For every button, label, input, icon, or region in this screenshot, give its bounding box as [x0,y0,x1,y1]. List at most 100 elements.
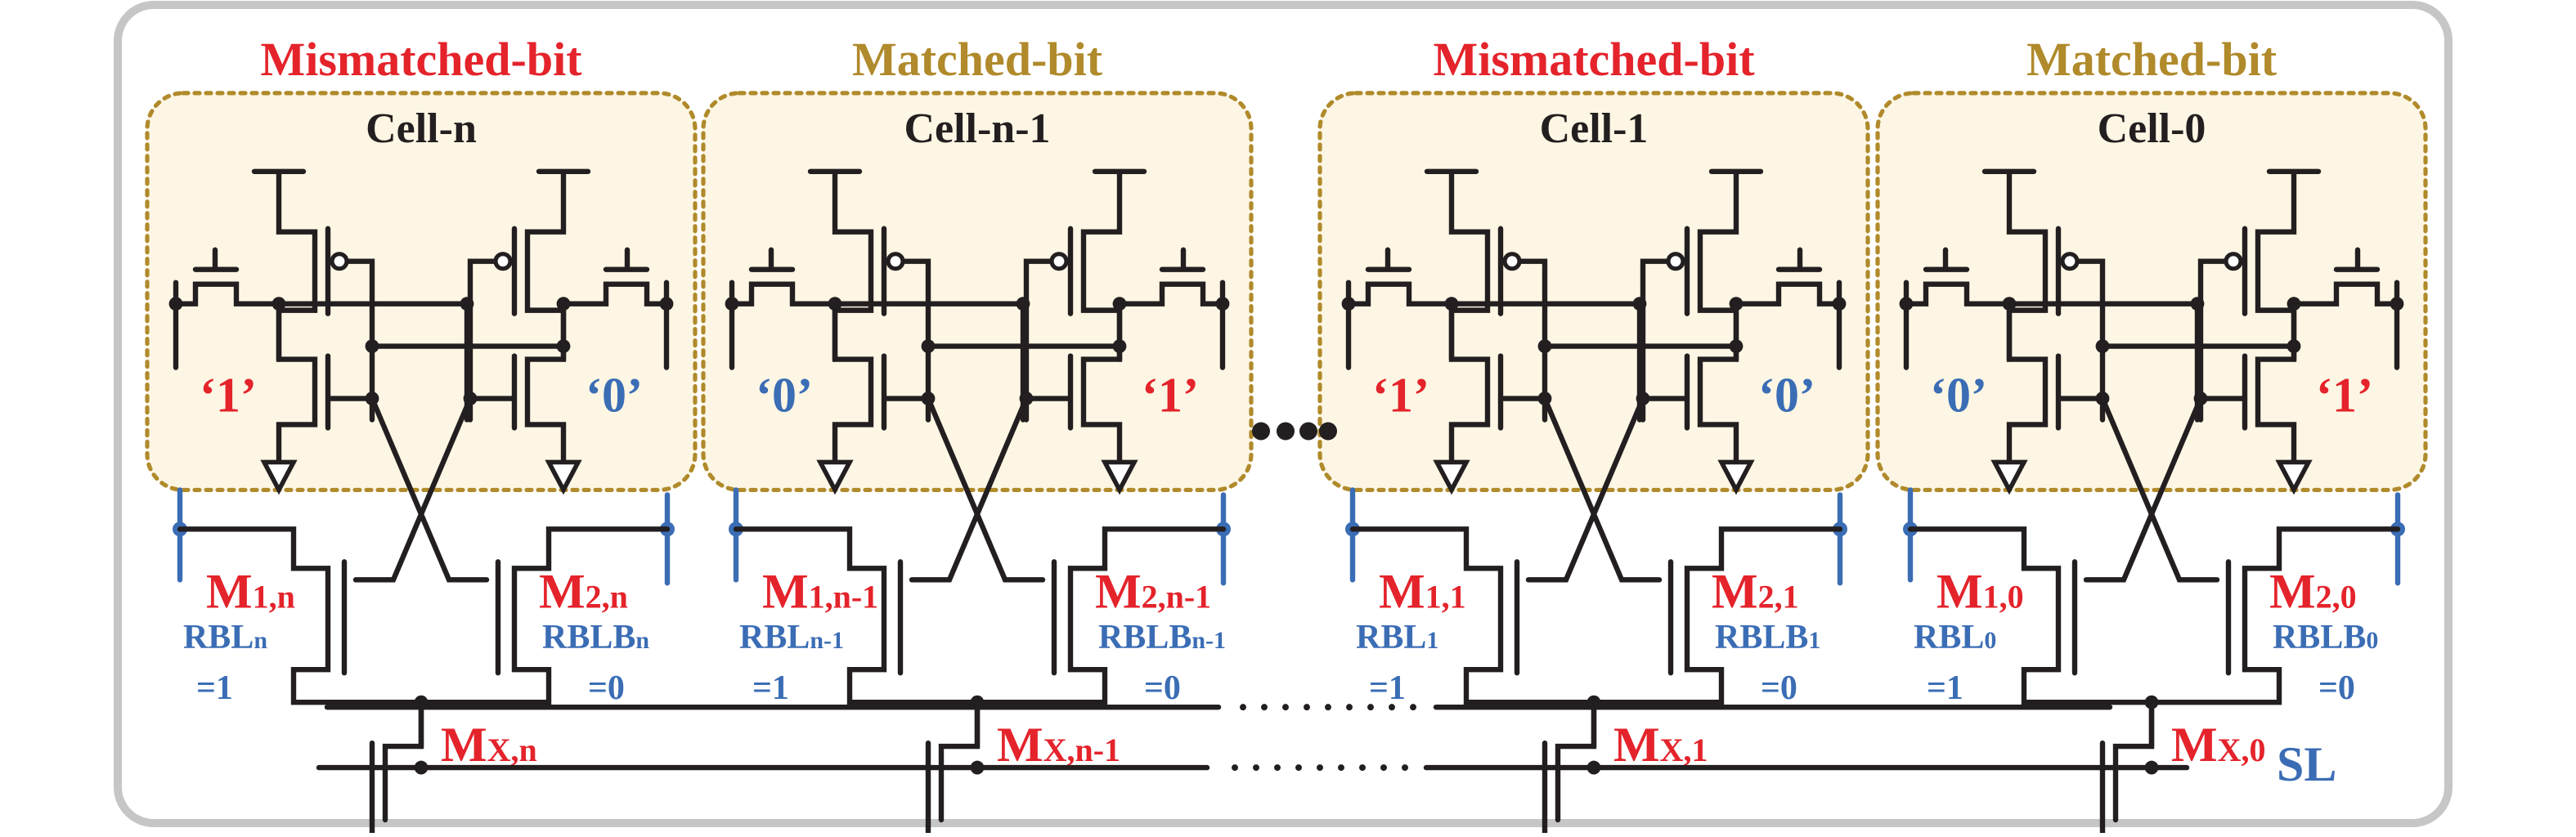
junction-dot [365,339,379,353]
rblb-value: =0 [588,669,625,707]
mx-transistor-label-subscript: X,0 [2218,732,2266,768]
nmos-left-wire [276,307,318,465]
ground-icon [2275,459,2313,495]
junction-dot [1832,297,1847,311]
cell-box [1875,91,2428,493]
junction-dot [1632,297,1647,311]
cell-ellipsis-dot [1319,422,1337,441]
access-right-gate [2333,247,2381,272]
nmos-left-wire [2006,307,2049,465]
read-cross-b [1525,396,1646,583]
cell-status-label: Matched-bit [2026,33,2278,86]
nmos-left-gate [325,353,375,431]
rbl-label: RBL1 [1356,619,1438,656]
access-right-gate [603,247,650,272]
pmos-bubble-icon [493,252,513,271]
junction-dot [1112,297,1127,311]
read-cross-a [2099,396,2220,583]
gate-link-left [900,258,931,423]
rbl-label-subscript: 0 [1984,627,1996,654]
nmos-right-gate [467,353,518,431]
ground-icon [545,459,582,495]
ground-icon [1433,459,1470,495]
cell-ellipsis-dot [1299,422,1317,441]
rbl-label: RBLn-1 [739,619,844,656]
m1-transistor-label-subscript: 1,0 [1983,578,2024,615]
search-line-dot [414,760,429,775]
junction-dot [556,339,571,353]
junction-dot [1537,339,1552,353]
m1-transistor-label-subscript: 1,1 [1425,578,1466,615]
nmos-left-gate [881,353,931,431]
junction-dot [272,297,286,311]
m2-transistor-label-subscript: 2,n [586,578,628,615]
read-cross-a [925,396,1046,583]
nmos-right-gate [1023,353,1074,431]
junction-dot [460,297,474,311]
rbl-label: RBL0 [1914,619,1996,656]
stored-bit-left: ‘1’ [200,369,257,423]
access-left-gate [1365,247,1412,272]
gate-link-right [1640,258,1671,423]
pmos-bubble-icon [330,252,349,271]
rblb-label: RBLB1 [1715,619,1820,656]
read-cross-b [2083,396,2204,583]
junction-dot [2287,297,2301,311]
stored-bit-right: ‘1’ [1142,369,1199,423]
access-right [2291,281,2400,307]
bus-layer [316,422,2190,775]
rbl-value: =1 [752,669,789,707]
mx-transistor-label-subscript: X,n-1 [1043,732,1120,768]
junction-dot [1215,297,1230,311]
m2-transistor-label-subscript: 2,n-1 [1142,578,1212,615]
m1-transistor-label-subscript: 1,n-1 [809,578,879,615]
stored-bit-right: ‘1’ [2316,369,2373,423]
nmos-left-wire [832,307,874,465]
cell-name-label: Cell-n [366,105,477,152]
stored-bit-left: ‘0’ [756,369,813,423]
junction-dot [1729,339,1744,353]
ground-icon [1101,459,1138,495]
access-right [1733,281,1842,307]
gate-link-right [1023,258,1054,423]
pmos-bubble-icon [1502,252,1522,271]
access-left [1903,281,2013,307]
junction-dot [828,297,842,311]
cell-name-label: Cell-0 [2098,105,2206,152]
stored-bit-left: ‘0’ [1930,369,1987,423]
cell-box [701,91,1254,493]
gate-link-right [2197,258,2228,423]
rblb-label: RBLBn [542,619,649,656]
pmos-bubble-icon [2060,252,2080,271]
cell-status-label: Mismatched-bit [1433,33,1755,86]
mx-transistor-label-subscript: X,n [487,732,537,768]
rblb-label-subscript: n-1 [1192,627,1226,654]
access-right-gate [1775,247,1823,272]
rblb-value: =0 [2318,669,2355,707]
access-left-gate [192,247,240,272]
junction-dot [921,339,936,353]
access-left [729,281,838,307]
rbl-value: =1 [196,669,233,707]
cell-status-label: Matched-bit [852,33,1103,86]
rblb-label-subscript: 0 [2366,627,2378,654]
pmos-bubble-icon [1666,252,1685,271]
gate-link-left [344,258,375,423]
junction-dot [1016,297,1030,311]
m2-transistor-label-subscript: 2,1 [1758,578,1799,615]
access-left [173,281,282,307]
m1-transistor-label-subscript: 1,n [253,578,295,615]
nmos-left-wire [1448,307,1491,465]
access-right [1116,281,1226,307]
rblb-value: =0 [1144,669,1181,707]
access-left [1345,281,1455,307]
rblb-value: =0 [1761,669,1797,707]
rbl-label-subscript: n-1 [810,627,844,654]
pmos-bubble-icon [1049,252,1069,271]
rblb-label: RBLB0 [2273,619,2378,656]
cell-status-label: Mismatched-bit [260,33,582,86]
nmos-right-gate [1640,353,1690,431]
cell-ellipsis-dot [1277,422,1295,441]
